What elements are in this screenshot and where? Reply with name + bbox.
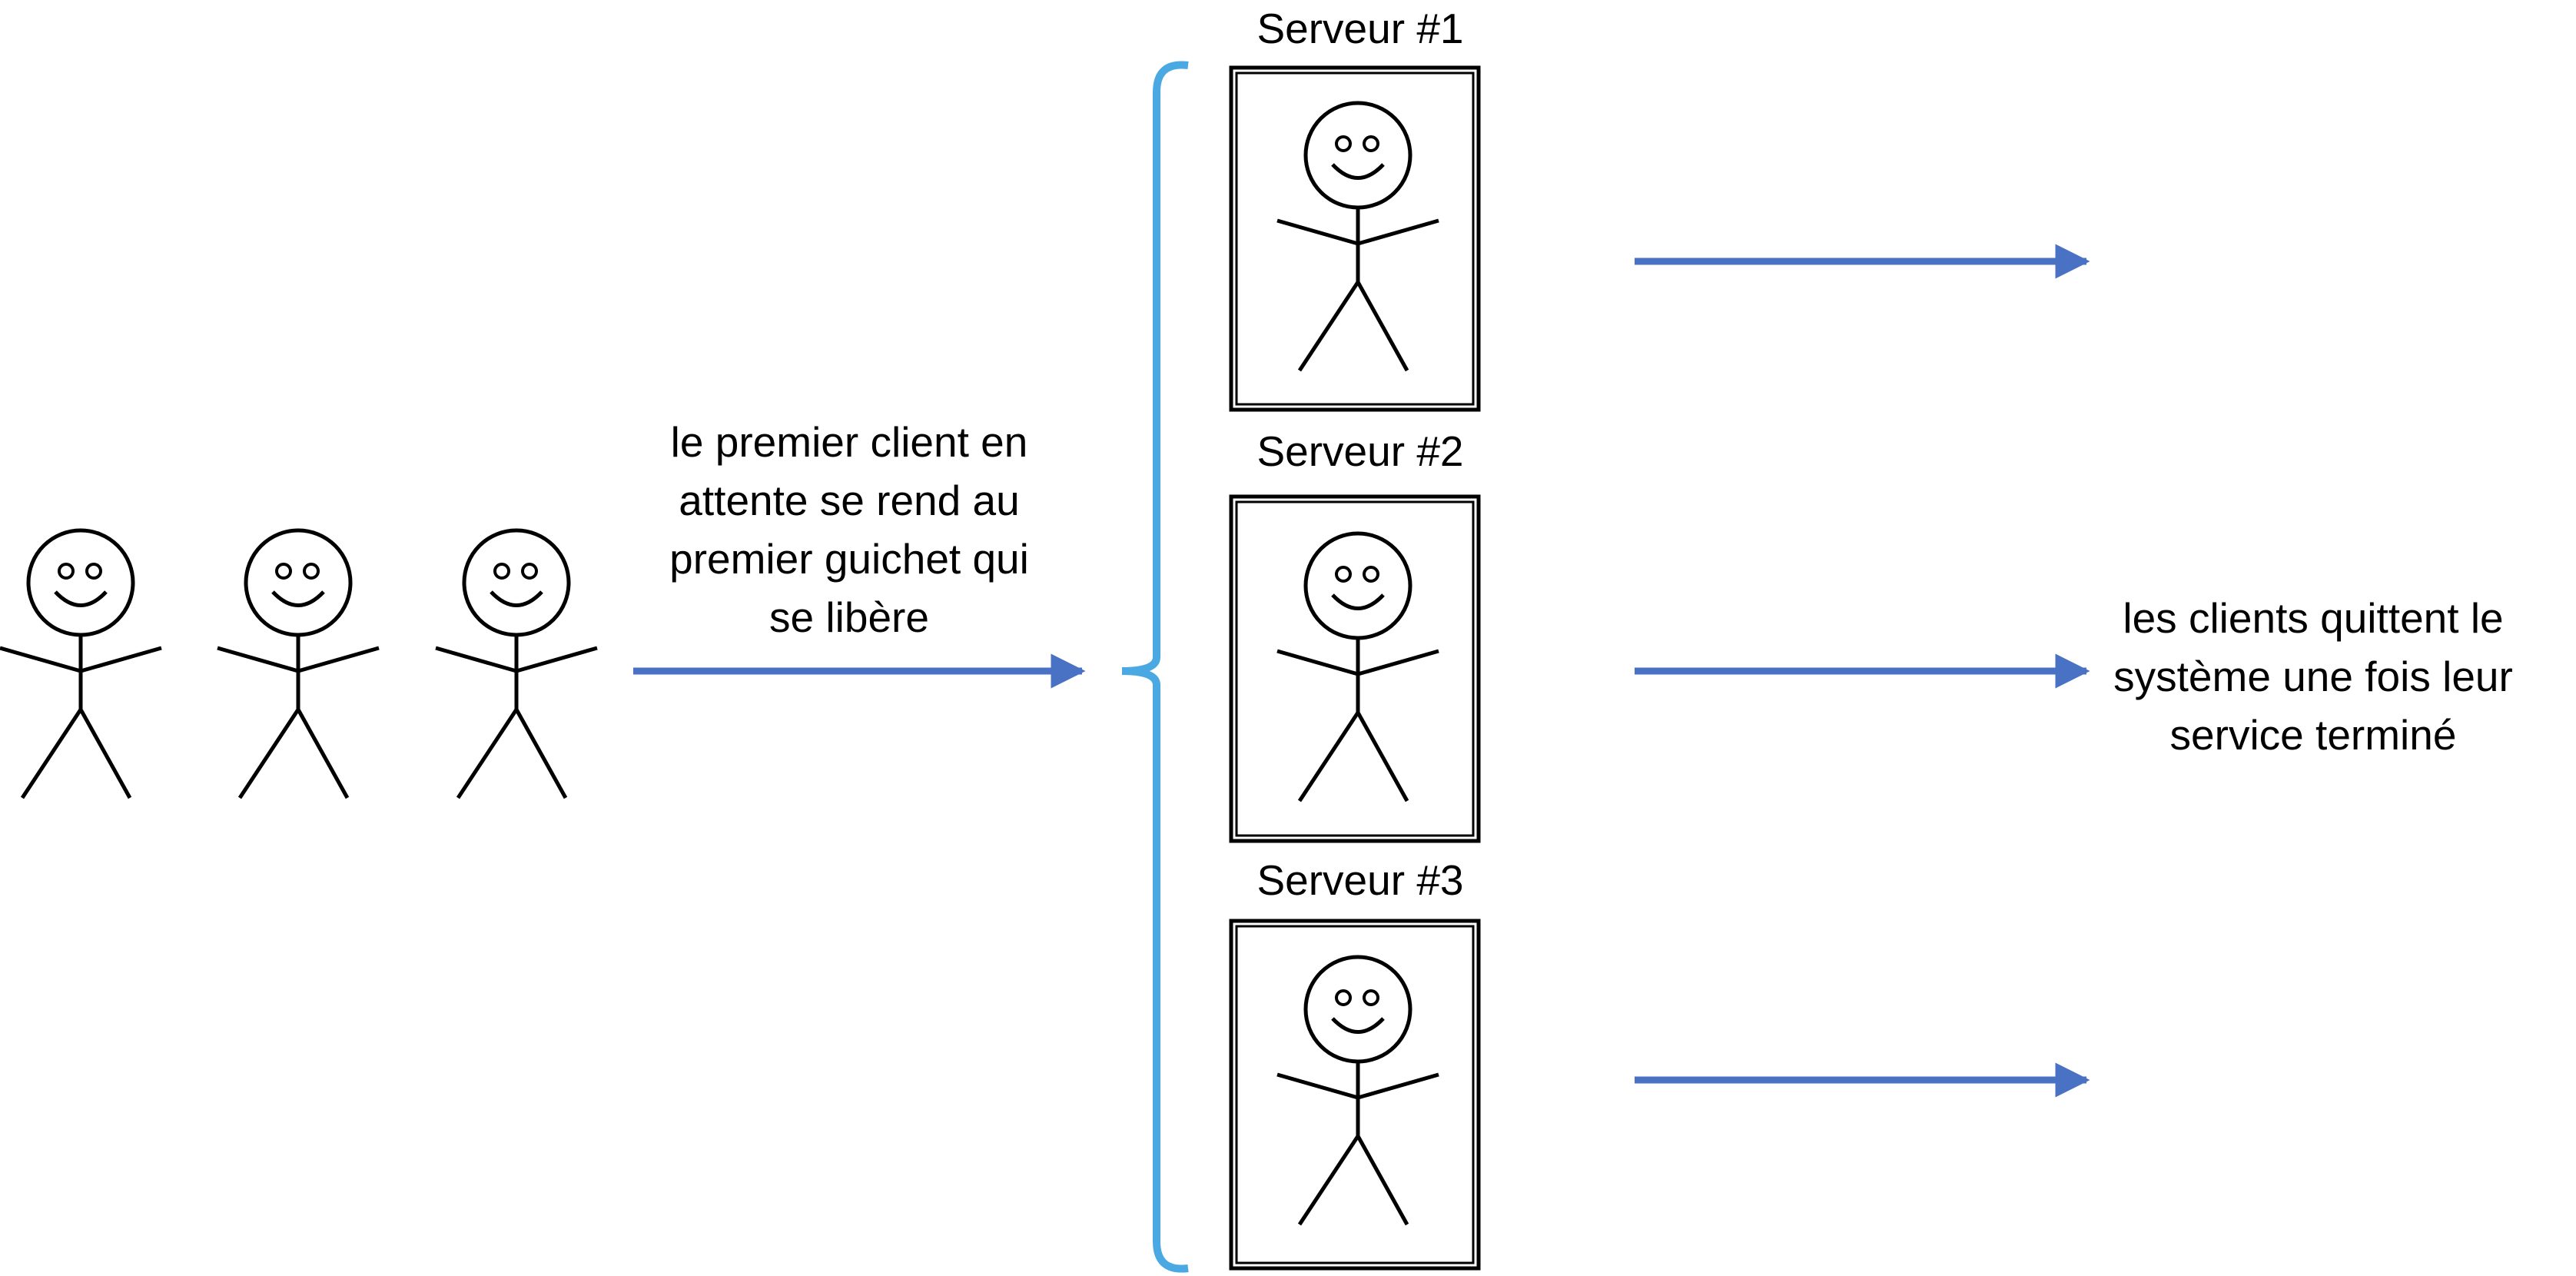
server-bracket xyxy=(1121,61,1189,1273)
waiting-client-3 xyxy=(436,530,597,798)
server-1-title: Serveur #1 xyxy=(1256,5,1464,52)
waiting-client-2 xyxy=(217,530,379,798)
queue-note-line: attente se rend au xyxy=(679,476,1020,524)
server-agent-3 xyxy=(1277,957,1439,1224)
exit-note: les clients quittent le système une fois… xyxy=(2075,590,2551,765)
queue-note-line: se libère xyxy=(769,593,929,641)
server-3-title: Serveur #3 xyxy=(1256,856,1464,904)
server-box-3 xyxy=(1229,919,1481,1271)
server-agent-2 xyxy=(1277,533,1439,801)
server-agent-1 xyxy=(1277,103,1439,371)
exit-note-line: système une fois leur xyxy=(2113,652,2513,700)
queue-note-line: le premier client en xyxy=(670,418,1028,466)
queue-note: le premier client en attente se rend au … xyxy=(599,414,1099,647)
queue-note-line: premier guichet qui xyxy=(669,534,1029,583)
exit-note-line: service terminé xyxy=(2169,710,2457,759)
exit-note-line: les clients quittent le xyxy=(2123,594,2504,642)
server-box-1 xyxy=(1229,65,1481,412)
server-2-title: Serveur #2 xyxy=(1256,427,1464,475)
waiting-client-1 xyxy=(0,530,161,798)
server-box-2 xyxy=(1229,494,1481,843)
